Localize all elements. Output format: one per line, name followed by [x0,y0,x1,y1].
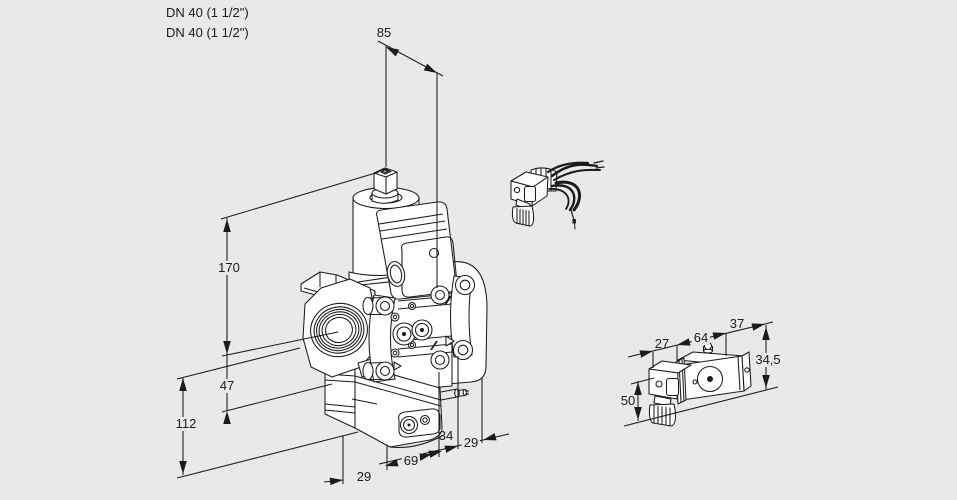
dim-112-label: 112 [173,416,199,431]
dim-69-label: 69 [401,453,421,468]
valve-assembly-drawing [300,167,488,449]
cable-connector-drawing [510,160,605,230]
solenoid-side-view-drawing [648,341,752,427]
dim-47-label: 47 [217,378,237,393]
dim-34-label: 34 [438,428,454,443]
dim-50-label: 50 [620,393,636,408]
pipe-size-label-1: DN 40 (1 1/2") [166,5,249,20]
dim-170-label: 170 [216,260,242,275]
flange-bolts [375,274,476,381]
dim-27-label: 27 [654,336,670,351]
dim-64-label: 64 [691,330,711,345]
pressure-taps [390,301,433,358]
dim-85-label: 85 [376,25,392,40]
dim-29-front-label: 29 [356,469,372,484]
dim-37-label: 37 [729,316,745,331]
pipe-size-label-2: DN 40 (1 1/2") [166,25,249,40]
dimension-lines [176,40,779,486]
dim-34-5-label: 34,5 [753,352,783,367]
dim-29-rear-label: 29 [461,435,481,450]
wire-harness [546,160,605,230]
